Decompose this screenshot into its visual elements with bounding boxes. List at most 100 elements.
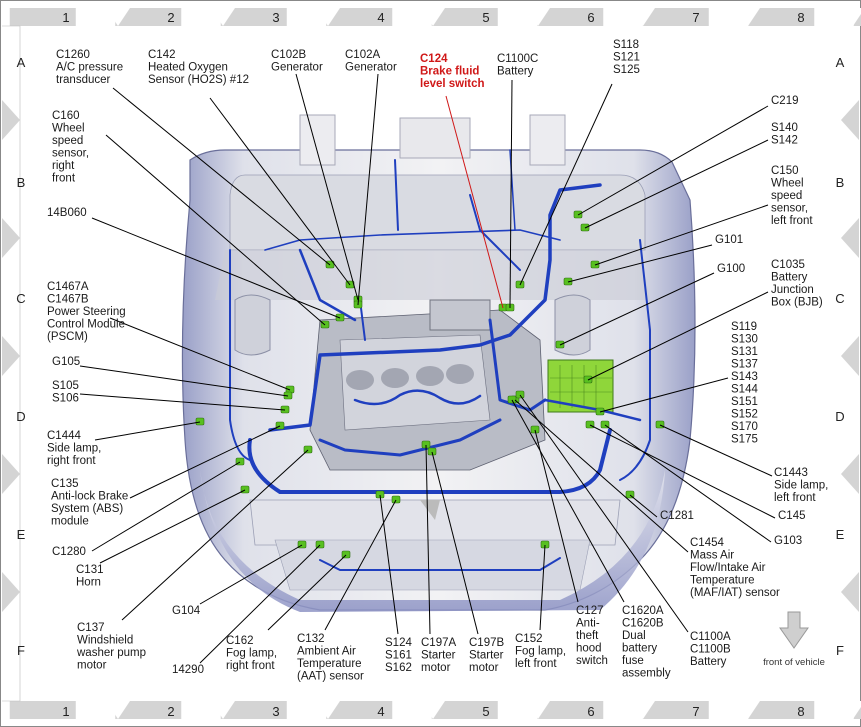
grid-column-label: 3: [272, 704, 279, 719]
callout-line: Heated Oxygen: [148, 62, 228, 74]
leader-line-c1035: [587, 291, 769, 381]
leader-line-s124: [379, 494, 399, 635]
callout-line: S105: [52, 380, 79, 392]
callout-line: C219: [771, 95, 799, 107]
callout-line: S144: [731, 384, 758, 396]
callout-line: S119: [731, 321, 757, 333]
front-of-vehicle-label: front of vehicle: [763, 657, 825, 668]
leader-line-s119: [599, 377, 729, 413]
callout-line: C1100B: [690, 644, 731, 656]
callout-line: A/C pressure: [56, 62, 123, 74]
leader-line-c135: [129, 425, 281, 499]
callout-line: C142: [148, 49, 176, 61]
callout-line: Generator: [345, 62, 397, 74]
callout-line: Wheel: [771, 178, 804, 190]
leader-line-c197a: [425, 444, 431, 635]
grid-row-label: D: [16, 409, 25, 424]
callout-line: System (ABS): [51, 503, 123, 515]
callout-line: Flow/Intake Air: [690, 562, 766, 574]
callout-line: Mass Air: [690, 550, 734, 562]
callout-line: Power Steering: [47, 306, 126, 318]
leader-line-c197b: [431, 451, 479, 635]
leader-line-c131: [99, 489, 246, 564]
leader-line-c102a: [357, 73, 379, 306]
callout-line: C127: [576, 605, 604, 617]
callout-line: Battery: [497, 66, 534, 78]
callout-c145: C145: [778, 510, 806, 522]
callout-line: S106: [52, 393, 79, 405]
callout-line: Brake fluid: [420, 66, 479, 78]
grid-row-label: A: [17, 55, 26, 70]
callout-line: C1444: [47, 430, 81, 442]
callout-line: Side lamp,: [47, 443, 101, 455]
callout-line: Anti-: [576, 618, 600, 630]
grid-column-label: 2: [167, 10, 174, 25]
callout-line: Generator: [271, 62, 323, 74]
connector-c162: [341, 550, 351, 559]
callout-line: C152: [515, 633, 543, 645]
callout-line: S125: [613, 64, 640, 76]
callout-b14290: 14290: [172, 664, 204, 676]
callout-line: C1281: [660, 510, 694, 522]
callout-g100: G100: [717, 263, 745, 275]
callout-c219: C219: [771, 95, 799, 107]
callout-line: Side lamp,: [774, 480, 828, 492]
callout-line: Horn: [76, 577, 101, 589]
grid-column-label: 7: [692, 704, 699, 719]
callout-line: sensor,: [52, 148, 89, 160]
callout-line: S142: [771, 135, 798, 147]
callout-g105: G105: [52, 356, 80, 368]
callout-line: Wheel: [52, 123, 85, 135]
callout-line: module: [51, 516, 89, 528]
grid-row-label: A: [836, 55, 845, 70]
connector-c1443: [655, 420, 665, 429]
leader-line-c142: [209, 97, 351, 286]
callout-line: C1620B: [622, 618, 664, 630]
callout-line: S175: [731, 434, 758, 446]
leader-line-c1620: [511, 399, 625, 603]
callout-b14b060: 14B060: [47, 207, 87, 219]
callout-line: S121: [613, 52, 640, 64]
front-of-vehicle-indicator: front of vehicle: [763, 611, 825, 668]
grid-column-label: 4: [377, 704, 384, 719]
grid-column-label: 1: [62, 704, 69, 719]
grid-row-label: D: [835, 409, 844, 424]
callout-line: S151: [731, 396, 758, 408]
callout-line: theft: [576, 630, 599, 642]
grid-column-label: 8: [797, 704, 804, 719]
callout-line: S137: [731, 359, 758, 371]
leader-line-g100: [559, 272, 715, 346]
callout-g103: G103: [774, 535, 802, 547]
connector-c1444: [195, 417, 205, 426]
grid-column-label: 5: [482, 10, 489, 25]
leader-line-c162: [267, 554, 347, 631]
leader-line-c1100c: [509, 79, 513, 309]
callout-line: right front: [226, 660, 275, 672]
callout-line: G105: [52, 356, 80, 368]
callout-line: 14B060: [47, 207, 87, 219]
callout-line: Sensor (HO2S) #12: [148, 74, 249, 86]
leader-line-c150: [594, 204, 769, 266]
callout-line: G101: [715, 234, 743, 246]
callout-line: Ambient Air: [297, 646, 356, 658]
connector-b14290: [315, 540, 325, 549]
callout-line: fuse: [622, 655, 644, 667]
callout-line: Fog lamp,: [226, 648, 277, 660]
callout-line: motor: [469, 662, 499, 674]
callout-c1281: C1281: [660, 510, 694, 522]
leader-line-c1280: [91, 461, 241, 552]
leader-line-c127: [534, 429, 579, 603]
callout-g101: G101: [715, 234, 743, 246]
callout-line: C160: [52, 110, 80, 122]
